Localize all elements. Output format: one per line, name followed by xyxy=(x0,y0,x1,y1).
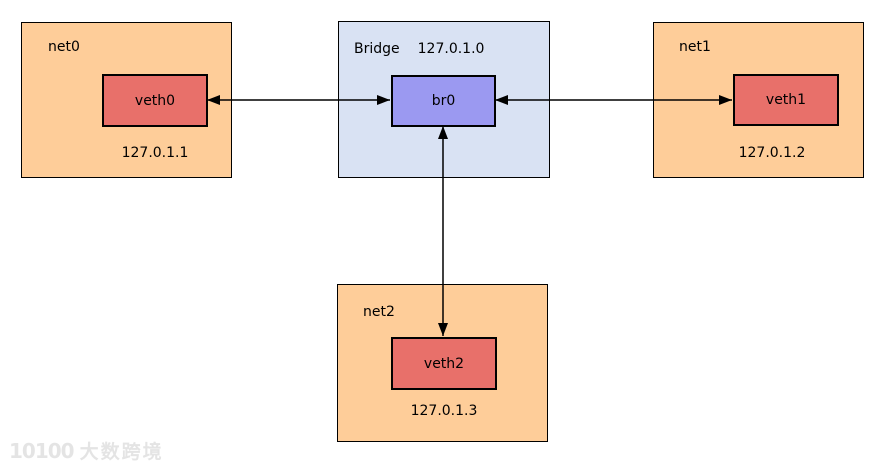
namespace-label: net1 xyxy=(679,39,711,55)
iface-label: veth0 xyxy=(134,92,176,109)
iface-box-veth0: veth0 xyxy=(102,74,208,127)
namespace-box-net2: net2 veth2 127.0.1.3 xyxy=(337,284,548,442)
iface-label: veth1 xyxy=(765,92,807,108)
bridge-node-label: br0 xyxy=(431,93,456,109)
iface-box-veth2: veth2 xyxy=(391,337,497,390)
namespace-label: net0 xyxy=(48,39,80,55)
namespace-box-net0: net0 veth0 127.0.1.1 xyxy=(21,22,232,178)
ip-address-label: 127.0.1.1 xyxy=(121,145,189,161)
ip-address-label: 127.0.1.3 xyxy=(410,403,478,419)
ip-address-label: 127.0.1.2 xyxy=(738,145,806,161)
bridge-subnet: 127.0.1.0 xyxy=(417,41,485,57)
iface-box-veth1: veth1 xyxy=(733,74,839,126)
namespace-label: net2 xyxy=(363,304,395,320)
watermark-text: 大数跨境 xyxy=(79,441,164,463)
bridge-node-br0: br0 xyxy=(391,75,496,127)
namespace-box-net1: net1 veth1 127.0.1.2 xyxy=(653,22,864,178)
bridge-title: Bridge xyxy=(354,41,400,57)
watermark: 10100 大数跨境 xyxy=(9,437,164,464)
watermark-logo: 10100 xyxy=(9,439,75,463)
bridge-header: Bridge 127.0.1.0 xyxy=(354,41,484,57)
bridge-box: Bridge 127.0.1.0 br0 xyxy=(338,21,550,178)
iface-label: veth2 xyxy=(423,355,465,372)
